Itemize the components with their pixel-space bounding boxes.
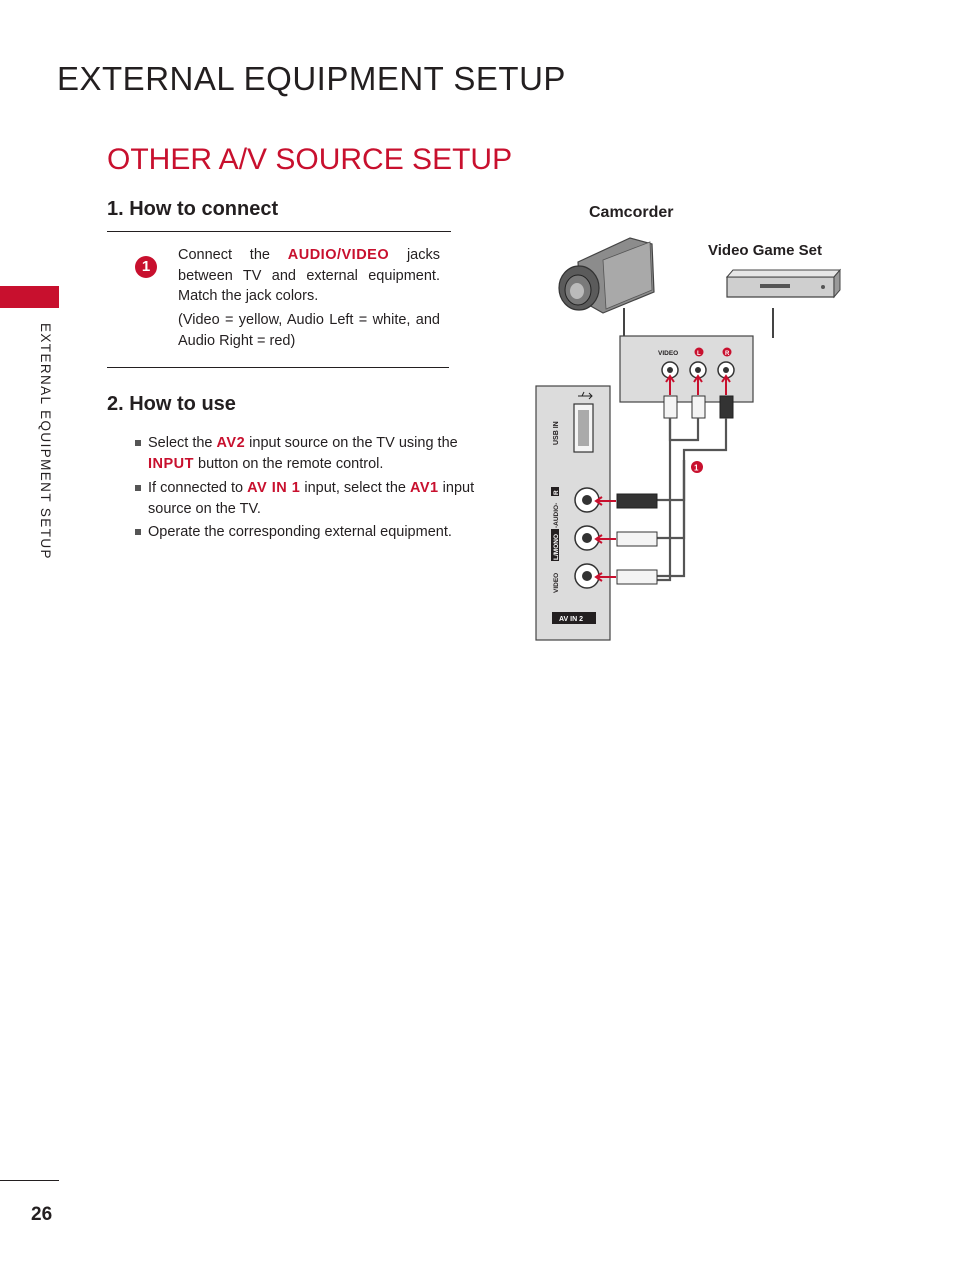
connection-marker-number: 1: [694, 464, 699, 473]
use-bullet: Select the AV2 input source on the TV us…: [135, 433, 478, 474]
camcorder-label: Camcorder: [589, 204, 674, 221]
footer-rule: [0, 1180, 59, 1181]
connect-instruction: Connect the AUDIO/VIDEO jacks between TV…: [178, 245, 440, 307]
connect-text-highlight: AUDIO/VIDEO: [287, 247, 390, 263]
usb-in-label: USB IN: [553, 421, 560, 445]
page-title: EXTERNAL EQUIPMENT SETUP: [57, 60, 566, 97]
video-game-set-label: Video Game Set: [708, 242, 822, 259]
connection-marker-badge: [691, 461, 703, 473]
how-to-connect-heading: 1. How to connect: [107, 198, 279, 220]
camcorder-icon: [558, 237, 655, 314]
step-number-badge: 1: [135, 256, 157, 278]
av-in-2-label: AV IN 2: [559, 616, 583, 623]
device-left-label: L: [697, 351, 701, 357]
connect-text-prefix: Connect the: [178, 247, 288, 263]
tv-audio-label: -AUDIO-: [553, 503, 560, 528]
divider: [107, 231, 451, 232]
section-title: OTHER A/V SOURCE SETUP: [107, 143, 513, 176]
tv-av-panel: USB IN VIDEO L/MONO -AUDIO- R AV IN 2: [535, 385, 611, 641]
video-game-set-icon: [725, 268, 842, 299]
jack-color-note: (Video = yellow, Audio Left = white, and…: [178, 312, 440, 349]
connect-text-suffix: jacks between TV and external equipment.…: [178, 247, 440, 304]
device-right-label: R: [725, 351, 730, 357]
tv-video-label: VIDEO: [553, 573, 560, 593]
how-to-use-heading: 2. How to use: [107, 393, 236, 415]
tv-r-label: R: [553, 490, 560, 495]
tv-mono-label: L/MONO: [553, 534, 560, 560]
page-number: 26: [31, 1204, 53, 1225]
divider: [107, 367, 449, 368]
bullet-square-icon: [135, 485, 141, 491]
av-cables: [657, 418, 728, 582]
usb-icon: [578, 391, 593, 400]
side-tab-label: EXTERNAL EQUIPMENT SETUP: [38, 323, 53, 560]
side-tab-marker: [0, 286, 59, 308]
connection-diagram: VIDEO L R 1 USB IN VIDEO L/MONO -: [535, 237, 842, 641]
tv-plugs: [594, 493, 658, 585]
bullet-square-icon: [135, 529, 141, 535]
use-bullet: Operate the corresponding external equip…: [135, 522, 478, 543]
device-plugs: [663, 374, 734, 419]
use-bullet: If connected to AV IN 1 input, select th…: [135, 478, 478, 519]
device-video-label: VIDEO: [658, 350, 678, 357]
device-jack-panel: VIDEO L R: [619, 335, 754, 403]
bullet-square-icon: [135, 440, 141, 446]
